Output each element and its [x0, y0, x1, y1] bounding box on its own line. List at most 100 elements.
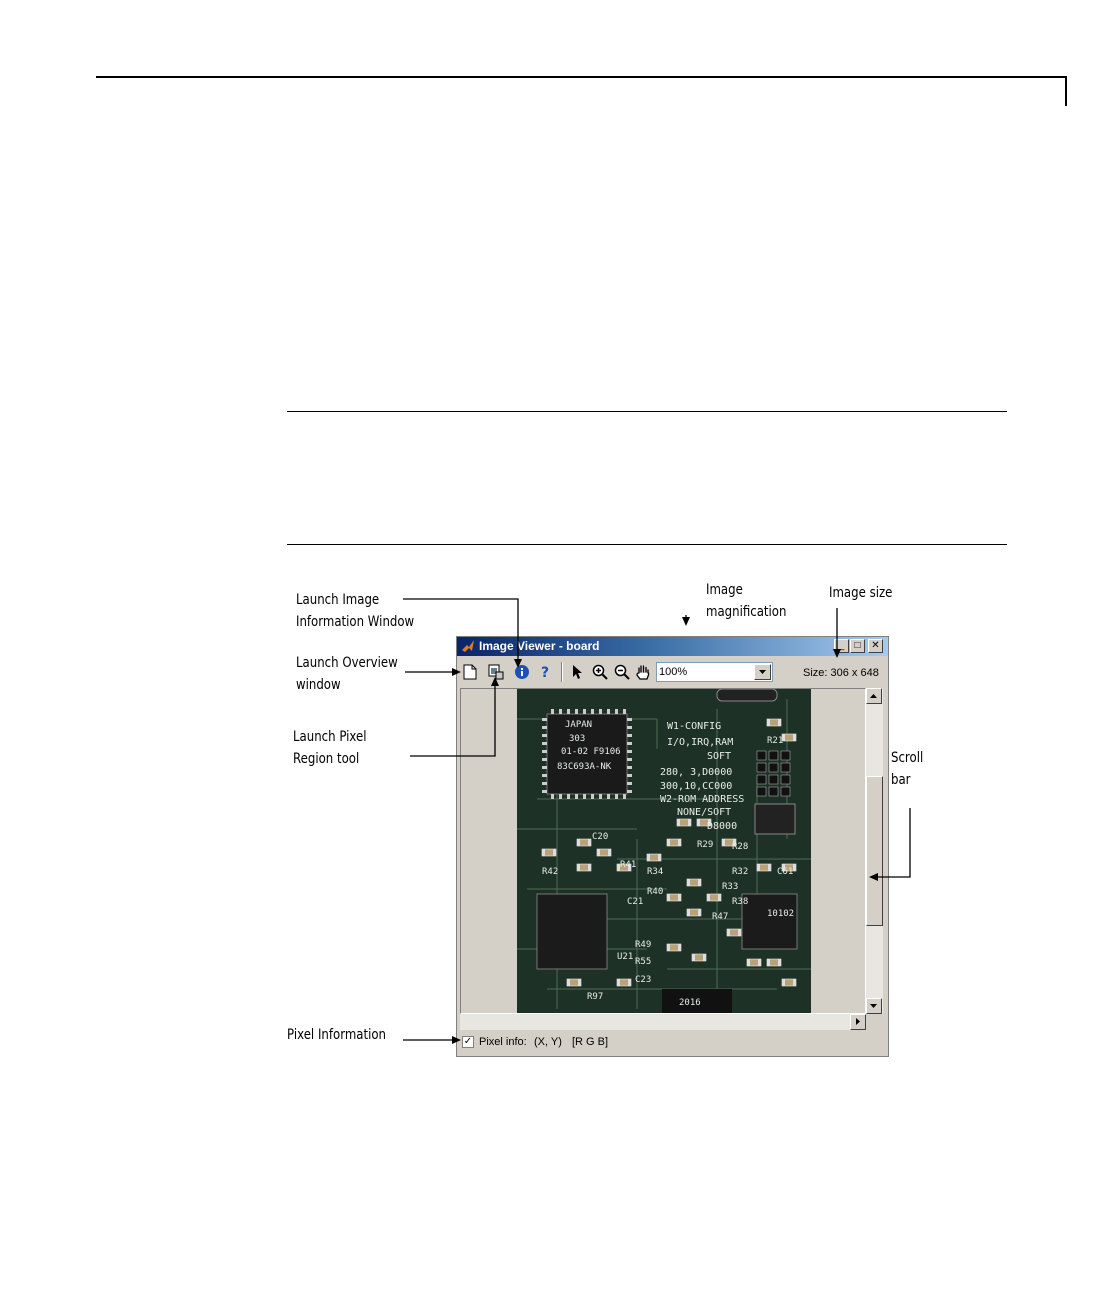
board-silkscreen-label: R41 [620, 860, 636, 870]
note-top-rule [287, 411, 1007, 412]
scroll-up-button[interactable] [866, 688, 882, 704]
board-component [754, 803, 796, 835]
chip-pin [627, 726, 632, 729]
smd-terminal [678, 944, 681, 951]
smd-terminal [617, 979, 620, 986]
board-silkscreen-label: R55 [635, 957, 651, 967]
chip-pin [627, 718, 632, 721]
chip-pin [542, 782, 547, 785]
pixel-region-button[interactable] [513, 663, 531, 681]
chip-pin [542, 734, 547, 737]
magnification-box[interactable]: 100% [656, 662, 773, 682]
pixel-info-label: Pixel info: [479, 1036, 527, 1048]
chip-pin [623, 709, 626, 714]
smd-terminal [597, 849, 600, 856]
callout-launch-image-info: Launch Image Information Window [296, 589, 414, 633]
help-button[interactable]: ? [537, 663, 555, 681]
board-silkscreen-label: 10102 [767, 909, 794, 919]
board-silkscreen-label: R40 [647, 887, 663, 897]
callout-image-size: Image size [829, 582, 892, 604]
chip-pin [567, 794, 570, 799]
smd-terminal [677, 819, 680, 826]
close-button[interactable]: ✕ [868, 639, 883, 653]
smd-terminal [567, 979, 570, 986]
arrowhead [833, 649, 841, 658]
horizontal-scrollbar[interactable] [460, 1014, 866, 1030]
board-silkscreen-label: JAPAN [565, 720, 592, 730]
scroll-down-button[interactable] [866, 998, 882, 1014]
board-silkscreen-label: W2-ROM ADDRESS [660, 794, 744, 805]
board-silkscreen-label: C23 [635, 975, 651, 985]
help-question-icon: ? [541, 665, 549, 680]
header-pin [780, 786, 791, 797]
board-chip [546, 713, 628, 795]
pixel-info-checkbox[interactable]: ✓ [462, 1036, 474, 1048]
board-silkscreen-label: 280, 3,D0000 [660, 767, 732, 778]
smd-terminal [667, 944, 670, 951]
chip-pin [559, 794, 562, 799]
chip-pin [623, 794, 626, 799]
overview-icon [488, 664, 504, 680]
smd-terminal [707, 894, 710, 901]
smd-terminal [678, 894, 681, 901]
zoom-out-button[interactable] [613, 663, 631, 681]
vertical-scroll-thumb[interactable] [866, 776, 883, 926]
chip-pin [607, 794, 610, 799]
board-silkscreen-label: 83C693A-NK [557, 762, 612, 772]
pan-button[interactable] [634, 663, 652, 681]
chip-pin [575, 709, 578, 714]
chip-pin [551, 709, 554, 714]
board-silkscreen-label: R33 [722, 882, 738, 892]
callout-line: Launch Overview [296, 655, 398, 671]
arrowhead [869, 873, 878, 881]
header-pin [756, 750, 767, 761]
overview-window-button[interactable] [487, 663, 505, 681]
callout-launch-overview: Launch Overview window [296, 652, 398, 696]
zoom-in-button[interactable] [591, 663, 609, 681]
note-bottom-rule [287, 544, 1007, 545]
chip-pin [627, 758, 632, 761]
header-pin [768, 762, 779, 773]
callout-line: window [296, 677, 341, 693]
arrow-up-icon [870, 694, 877, 698]
chip-pin [615, 709, 618, 714]
chip-pin [627, 774, 632, 777]
smd-terminal [628, 864, 631, 871]
chip-pin [542, 766, 547, 769]
smd-terminal [588, 864, 591, 871]
scroll-right-button[interactable] [850, 1014, 866, 1030]
smd-terminal [617, 864, 620, 871]
smd-terminal [698, 879, 701, 886]
arrow-down-icon [870, 1004, 877, 1008]
smd-terminal [687, 879, 690, 886]
chip-pin [627, 742, 632, 745]
callout-pixel-information: Pixel Information [287, 1024, 386, 1046]
header-pin [780, 762, 791, 773]
select-pointer-button[interactable] [568, 663, 586, 681]
maximize-button[interactable]: □ [850, 639, 865, 653]
smd-terminal [793, 979, 796, 986]
callout-line: magnification [706, 604, 787, 620]
hand-pan-icon [636, 665, 650, 680]
smd-terminal [733, 839, 736, 846]
image-information-window-button[interactable] [461, 663, 479, 681]
chip-pin [575, 794, 578, 799]
smd-terminal [658, 854, 661, 861]
smd-terminal [757, 864, 760, 871]
chip-pin [542, 758, 547, 761]
smd-terminal [692, 954, 695, 961]
smd-terminal [782, 979, 785, 986]
smd-terminal [747, 959, 750, 966]
arrowhead [682, 617, 690, 626]
header-pin [768, 786, 779, 797]
title-bar[interactable]: Image Viewer - board _ □ ✕ [457, 637, 888, 656]
vertical-scrollbar[interactable] [866, 688, 883, 1014]
board-silkscreen-label: R28 [732, 842, 748, 852]
arrowhead [452, 1036, 461, 1044]
chip-pin [607, 709, 610, 714]
smd-terminal [553, 849, 556, 856]
board-silkscreen-label: NONE/SOFT [677, 807, 731, 818]
magnification-dropdown-button[interactable] [754, 664, 771, 680]
arrow-right-icon [856, 1018, 860, 1025]
